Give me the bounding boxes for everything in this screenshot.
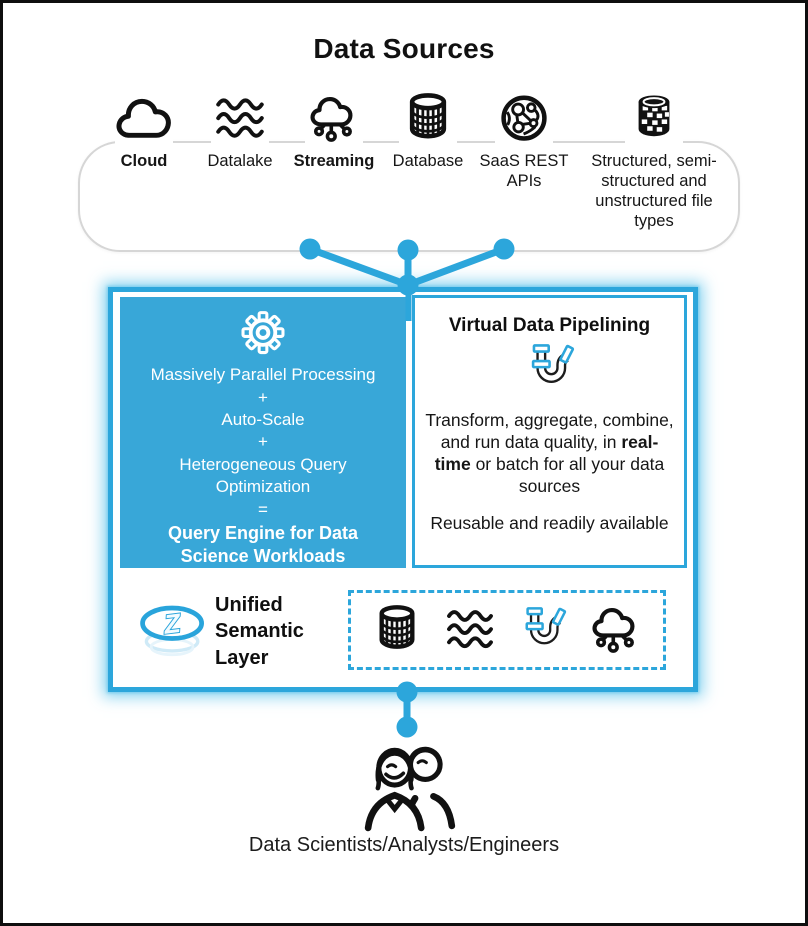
engine-line: = — [258, 499, 268, 519]
z-disc-logo: Z — [140, 605, 204, 657]
body-post: or batch for all your data sources — [470, 454, 665, 496]
unified-semantic-layer-label: Unified Semantic Layer — [215, 594, 304, 669]
source-item-database: Database — [383, 90, 473, 171]
pipe-icon-wrap — [522, 342, 578, 399]
source-item-saas-apis: SaaS REST APIs — [479, 90, 569, 191]
source-item-datalake: Datalake — [195, 90, 285, 171]
engine-line: Heterogeneous Query Optimization — [179, 454, 347, 497]
source-item-file-types: Structured, semi-structured and unstruct… — [586, 90, 722, 232]
page-title: Data Sources — [313, 33, 495, 64]
source-item-cloud: Cloud — [99, 90, 189, 171]
body-pre: Transform, aggregate, combine, and run d… — [425, 410, 674, 452]
source-item-streaming: Streaming — [289, 90, 379, 171]
body-bold: real-time — [434, 432, 659, 474]
engine-line: Massively Parallel Processing — [150, 365, 376, 385]
pipe-icon — [525, 607, 566, 645]
engine-text-block: Massively Parallel Processing + Auto-Sca… — [138, 364, 388, 568]
pipeline-body-text: Transform, aggregate, combine, and run d… — [424, 409, 676, 497]
two-people-icon — [364, 746, 456, 832]
streaming-cloud-icon — [305, 90, 363, 148]
cloud-icon — [115, 90, 173, 148]
waves-icon — [447, 610, 494, 649]
engine-line: + — [258, 387, 268, 407]
virtual-data-pipelining-panel: Virtual Data Pipelining Transform, aggre… — [412, 295, 687, 568]
database-cylinder-icon — [379, 605, 415, 649]
query-engine-panel: Massively Parallel Processing + Auto-Sca… — [120, 297, 406, 568]
source-label: Streaming — [293, 152, 375, 170]
pipeline-footer-text: Reusable and readily available — [430, 513, 669, 533]
mosaic-cylinder-icon — [625, 90, 683, 148]
source-label: SaaS REST APIs — [479, 152, 569, 191]
database-cylinder-icon — [399, 90, 457, 148]
source-label: Cloud — [120, 152, 168, 170]
semantic-layer-sources-box — [348, 590, 666, 670]
waves-icon — [211, 90, 269, 148]
engine-line: Auto-Scale — [221, 409, 305, 429]
source-label: Structured, semi-structured and unstruct… — [591, 152, 717, 231]
engine-result-text: Query Engine for Data Science Workloads — [167, 523, 359, 566]
gear-icon — [241, 311, 285, 355]
source-label: Datalake — [207, 152, 273, 170]
pipe-icon — [531, 344, 574, 383]
source-label: Database — [392, 152, 464, 170]
pipeline-title: Virtual Data Pipelining — [448, 315, 651, 336]
engine-line: + — [258, 432, 268, 452]
consumers-label: Data Scientists/Analysts/Engineers — [248, 834, 560, 856]
globe-network-icon — [495, 90, 553, 148]
streaming-cloud-icon — [592, 607, 635, 653]
